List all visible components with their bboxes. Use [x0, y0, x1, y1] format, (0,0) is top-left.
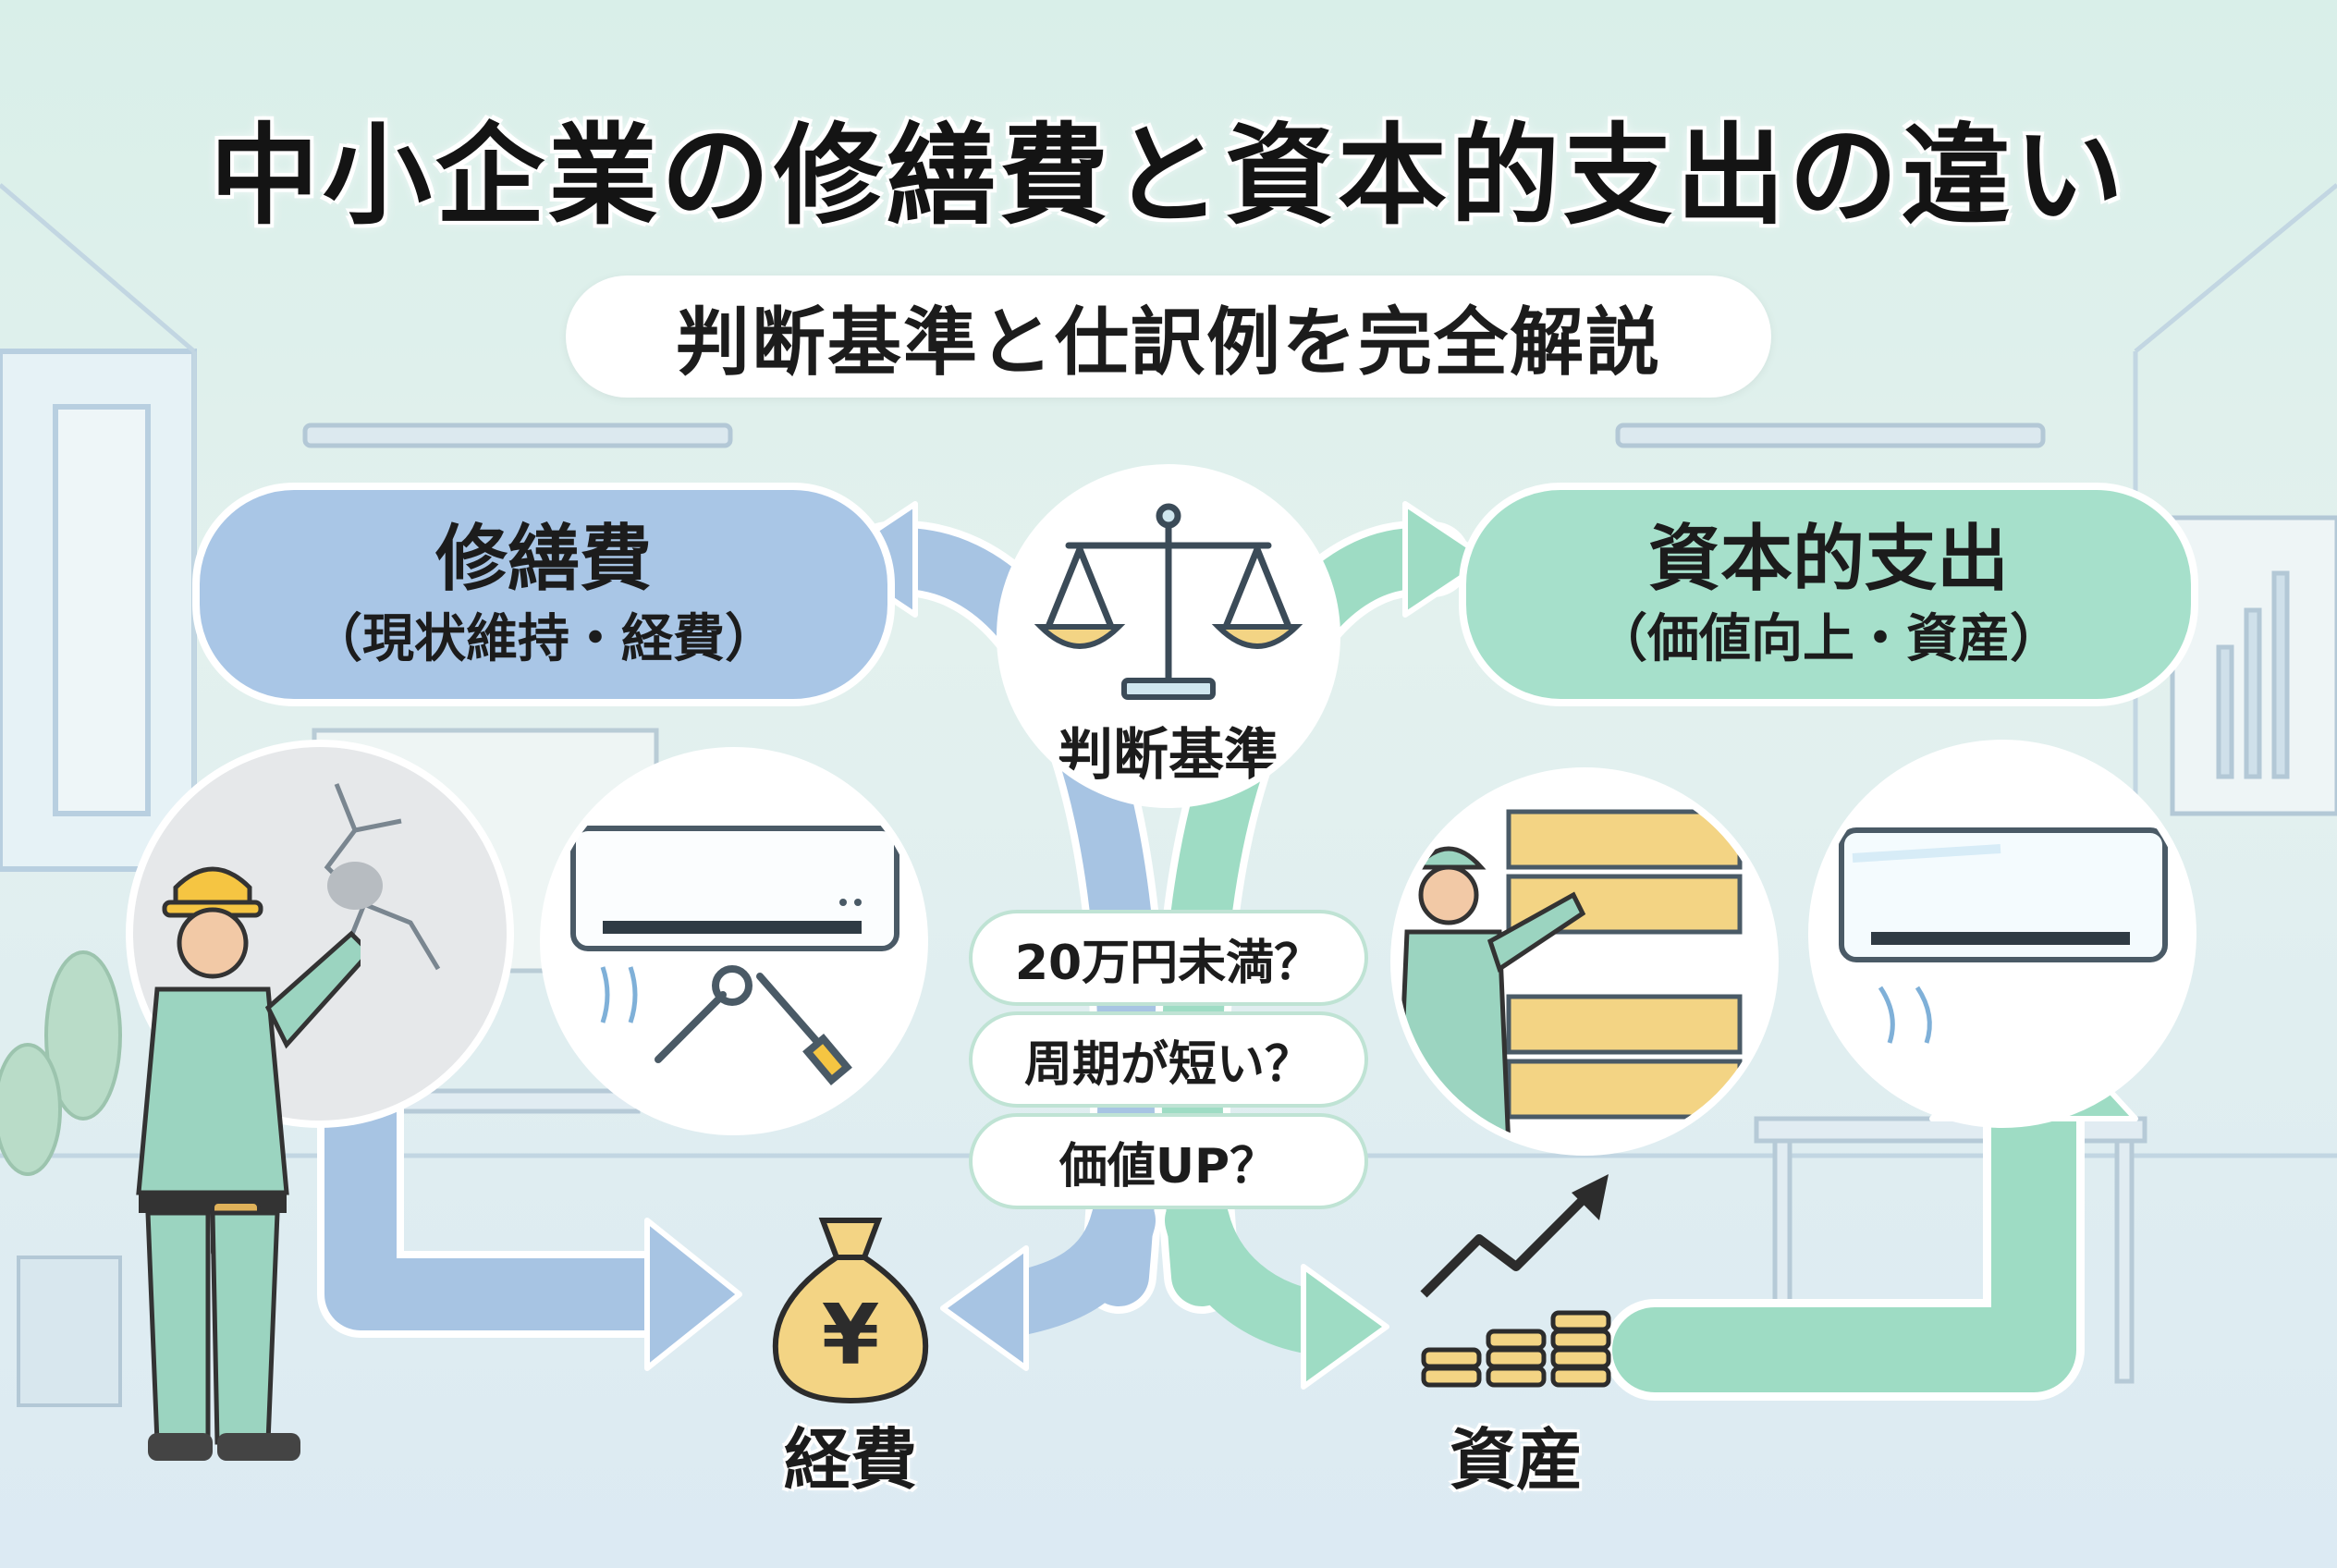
air-conditioner-new-icon [1839, 827, 2168, 1044]
new-ac-illustration-circle [1808, 740, 2196, 1128]
repair-expense-box: 修繕費 （現状維持・経費） [192, 483, 895, 706]
asset-outcome-label: 資産 [1449, 1421, 1583, 1499]
coin-stacks-growth-icon [1420, 1174, 1611, 1388]
expense-outcome-label: 経費 [783, 1421, 917, 1499]
wall-chart [2170, 515, 2337, 816]
ac-repair-illustration-circle [540, 747, 928, 1135]
capital-expenditure-heading: 資本的支出 [1647, 517, 2009, 601]
siding-install-graphic [1398, 809, 1743, 1148]
criterion-under-200k: 20万円未満？ [969, 910, 1368, 1006]
ac-repair-graphic [570, 826, 899, 1086]
capital-expenditure-subheading: （価値向上・資産） [1596, 609, 2062, 670]
siding-installation-illustration-circle [1390, 767, 1779, 1156]
balance-scale-icon [1034, 503, 1303, 700]
criterion-short-cycle: 周期が短い？ [969, 1011, 1368, 1108]
page-title: 中小企業の修繕費と資本的支出の違い [209, 112, 2127, 239]
cracked-wall-icon [324, 783, 441, 971]
capital-expenditure-box: 資本的支出 （価値向上・資産） [1459, 483, 2198, 706]
judgment-criteria-circle: 判断基準 [997, 464, 1340, 808]
repair-expense-heading: 修繕費 [434, 517, 652, 601]
subtitle: 判断基準と仕訳例を完全解説 [566, 276, 1771, 398]
repair-expense-subheading: （現状維持・経費） [311, 609, 777, 670]
wall-panels-icon [1506, 809, 1743, 1120]
ceiling-lights [302, 423, 2046, 448]
plant-left [0, 950, 122, 1407]
air-conditioner-icon [570, 826, 899, 951]
money-bag-yen-icon: ¥ [772, 1218, 929, 1404]
criterion-value-up: 価値UP？ [969, 1113, 1368, 1209]
wrench-screwdriver-icon [655, 965, 852, 1086]
window-left [0, 349, 197, 872]
yen-symbol: ¥ [822, 1287, 880, 1384]
judgment-criteria-label: 判断基準 [1058, 723, 1279, 788]
repair-worker-figure [136, 866, 361, 1461]
